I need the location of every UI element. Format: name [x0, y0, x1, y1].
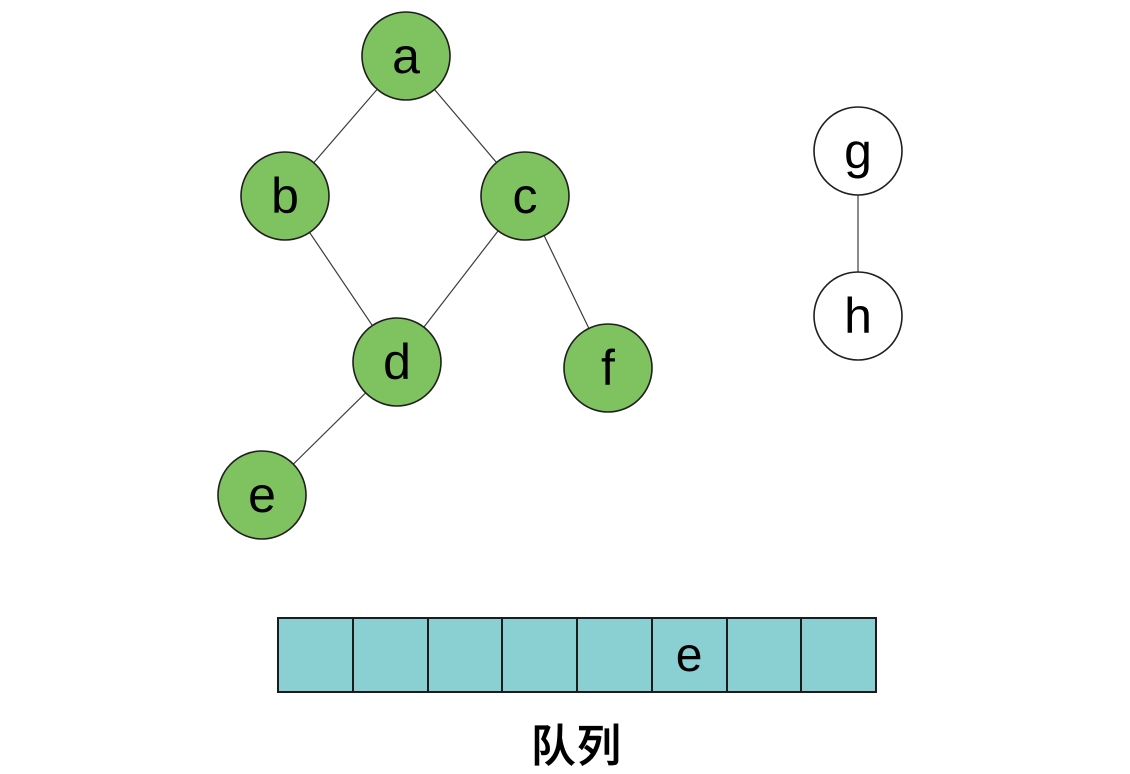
queue-cell-4	[501, 617, 578, 693]
graph-node-h	[813, 271, 903, 361]
graph-node-label-h: h	[844, 288, 872, 344]
queue-cell-6: e	[650, 617, 728, 693]
queue-cell-1	[277, 617, 354, 693]
queue-cell-5	[576, 617, 653, 693]
graph-node-c	[480, 151, 570, 241]
queue-row: e	[277, 617, 877, 693]
queue-cell-7	[725, 617, 803, 693]
graph-node-d	[352, 317, 442, 407]
graph-node-e	[217, 450, 307, 540]
graph-node-label-c: c	[513, 168, 538, 224]
graph-node-label-d: d	[383, 334, 411, 390]
graph-node-a	[361, 11, 451, 101]
graph-node-label-f: f	[601, 340, 615, 396]
graph-node-label-g: g	[844, 123, 872, 179]
graph-node-b	[240, 151, 330, 241]
queue-label: 队列	[531, 722, 623, 771]
graph-node-label-b: b	[271, 168, 299, 224]
graph-node-label-a: a	[392, 28, 420, 84]
queue-cell-2	[351, 617, 429, 693]
graph-node-label-e: e	[248, 467, 276, 523]
queue-cell-8	[800, 617, 877, 693]
graph-node-f	[563, 323, 653, 413]
queue-cell-3	[426, 617, 504, 693]
graph-node-g	[813, 106, 903, 196]
